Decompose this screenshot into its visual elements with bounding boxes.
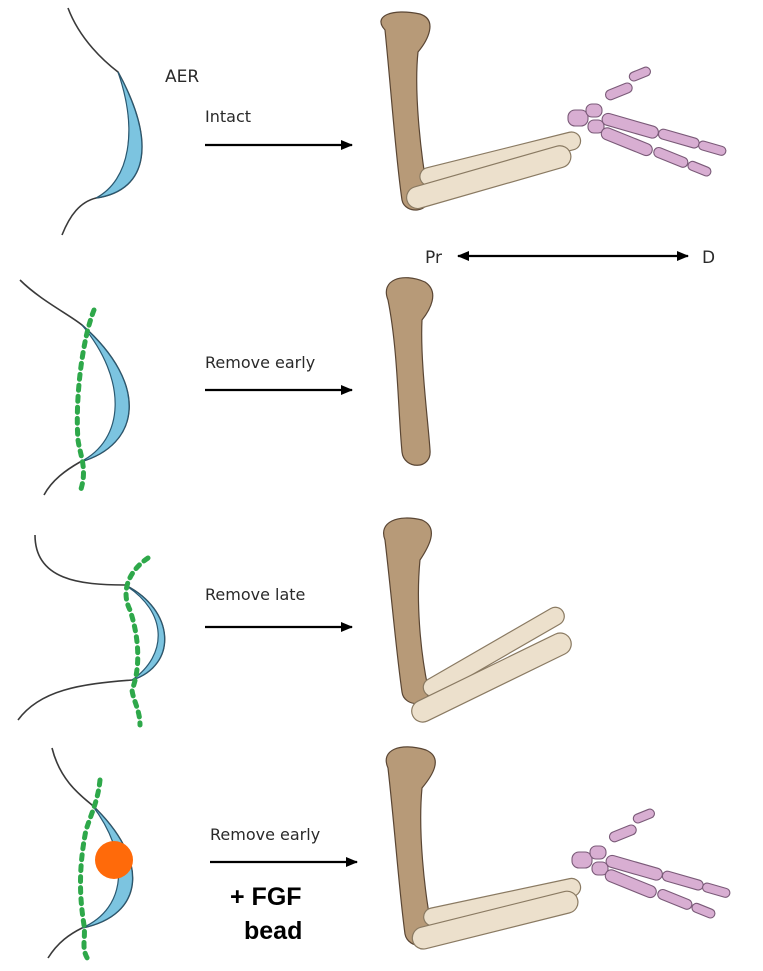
excision-line-late bbox=[126, 558, 148, 725]
row-remove-early-fgf: Remove early + FGF bead bbox=[48, 747, 731, 962]
skeleton-remove-late bbox=[384, 518, 575, 726]
excision-line-fgf bbox=[81, 780, 101, 962]
remove-early-label: Remove early bbox=[205, 353, 315, 372]
skeleton-fgf-rescue bbox=[386, 747, 731, 951]
skeleton-intact bbox=[381, 12, 727, 211]
fgf-bead bbox=[95, 841, 133, 879]
limb-bud-intact bbox=[62, 8, 142, 235]
row-remove-late: Remove late bbox=[18, 518, 575, 726]
limb-bud-remove-early bbox=[20, 280, 129, 495]
fgf-label-line2: bead bbox=[244, 917, 302, 945]
row-remove-early: Remove early bbox=[20, 278, 433, 495]
row-intact: AER Intact bbox=[62, 8, 727, 235]
pd-axis: Pr D bbox=[425, 248, 715, 268]
intact-label: Intact bbox=[205, 107, 251, 126]
proximal-label: Pr bbox=[425, 248, 442, 268]
skeleton-remove-early bbox=[386, 278, 432, 466]
aer-label: AER bbox=[165, 67, 199, 87]
remove-early-bead-label: Remove early bbox=[210, 825, 320, 844]
remove-late-label: Remove late bbox=[205, 585, 305, 604]
distal-label: D bbox=[702, 248, 715, 268]
fgf-label-line1: + FGF bbox=[230, 883, 302, 911]
